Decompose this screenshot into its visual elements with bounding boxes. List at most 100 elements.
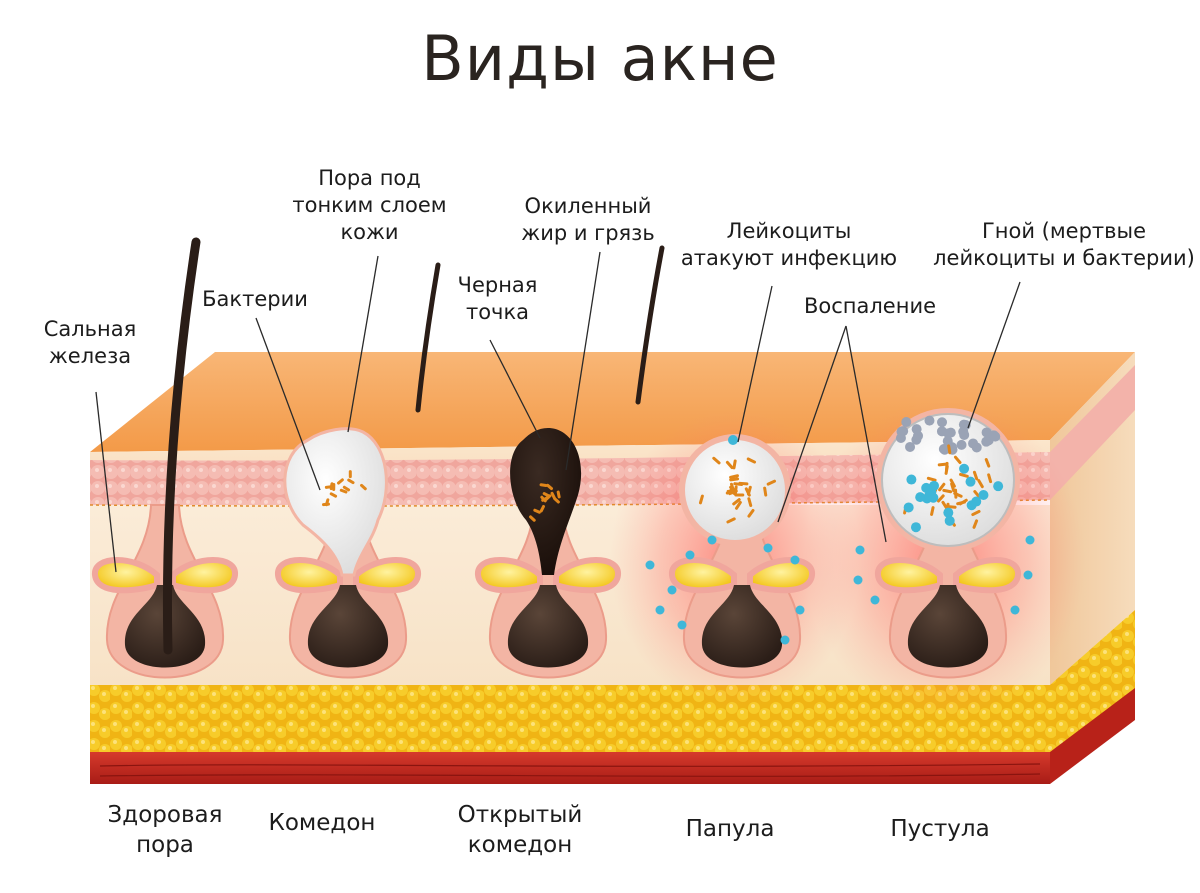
papule-bacterium xyxy=(766,479,777,486)
pustule-leukocyte xyxy=(966,500,977,511)
papule-leukocyte xyxy=(728,435,738,445)
pustule-bacterium xyxy=(959,472,969,478)
papule-sebaceous-gland-right xyxy=(747,557,815,594)
caption-healthy-pore: Здоровая пора xyxy=(90,800,240,860)
comedone-bacterium xyxy=(329,482,334,491)
caption-papule: Папула xyxy=(685,816,775,842)
label-pus-line-1: Гной (мертвые xyxy=(981,219,1147,243)
pustule-leukocyte xyxy=(959,463,970,474)
comedone-sebaceous-gland-right xyxy=(353,557,421,594)
pointer-blackhead xyxy=(489,339,541,439)
pustule-bacterium xyxy=(953,455,962,465)
papule-leukocyte xyxy=(667,585,677,595)
label-sebaceous-gland: Сальная железа xyxy=(30,316,150,370)
caption-open-comedone: Открытый комедон xyxy=(440,800,600,860)
open-comedone-bacterium xyxy=(546,483,553,491)
papule-leukocyte xyxy=(780,635,790,645)
open-comedone-bacterium xyxy=(540,495,547,503)
pustule-bacterium xyxy=(972,470,979,481)
papule-leukocyte xyxy=(685,550,695,560)
papule-leukocyte xyxy=(655,605,665,615)
pustule-bacterium xyxy=(977,479,984,489)
pustule-bacterium xyxy=(941,500,949,510)
pustule-leukocyte xyxy=(928,492,939,503)
label-thin-skin-line-3: кожи xyxy=(340,220,399,244)
comedone-bacterium xyxy=(322,502,330,507)
pustule-leukocyte xyxy=(910,522,921,533)
side-muscle-layer xyxy=(1050,688,1135,784)
pustule-bacterium xyxy=(936,494,945,503)
muscle-fibers xyxy=(99,763,1041,777)
caption-pustule: Пустула xyxy=(890,816,990,842)
papule-bacterium xyxy=(747,497,753,507)
pustule-dead-cell xyxy=(988,430,999,441)
papule-bacterium xyxy=(728,489,738,496)
papule-bacterium xyxy=(712,456,721,465)
pustule-bacterium xyxy=(926,476,937,482)
pustule-bacterium xyxy=(972,519,979,529)
comedone-bacterium xyxy=(348,470,352,479)
comedone-bacterium xyxy=(329,492,338,498)
papule-sebaceous-gland-left xyxy=(669,557,737,594)
healthy-sebaceous-gland-right xyxy=(170,557,238,594)
pustule-bacterium xyxy=(942,488,953,494)
label-sebaceous-line-2: железа xyxy=(48,344,132,368)
muscle-layer xyxy=(90,752,1050,784)
papule-bacterium xyxy=(726,517,736,524)
comedone-bacterium xyxy=(337,478,344,485)
label-leukocytes-line-2: атакуют инфекцию xyxy=(680,246,898,270)
comedone-sebaceous-gland-left xyxy=(275,557,343,594)
pustule-hair-bulb xyxy=(907,585,989,668)
pustule-leukocyte xyxy=(928,480,939,491)
papule-bacterium xyxy=(732,498,741,506)
open-comedone-surface-hair xyxy=(635,245,665,405)
label-inflammation: Воспаление xyxy=(803,294,937,318)
side-fat-layer xyxy=(1050,610,1135,755)
label-thin-skin-line-1: Пора под xyxy=(318,166,421,190)
label-thin-skin-pore: Пора под тонким слоем кожи xyxy=(282,165,457,246)
papule-bacterium xyxy=(746,485,752,496)
pustule-bacterium xyxy=(938,482,946,492)
label-bacteria: Бактерии xyxy=(202,287,308,311)
open-comedone-bacterium xyxy=(529,515,536,522)
papule-bacterium xyxy=(763,486,768,497)
pustule-bacterium xyxy=(971,509,981,517)
open-comedone-bacterium xyxy=(539,483,548,487)
side-pink-layer xyxy=(1050,365,1135,500)
pustule-bacterium xyxy=(953,491,963,498)
page-title: Виды акне xyxy=(421,22,779,95)
papule-leukocyte xyxy=(795,605,805,615)
papule-bacterium xyxy=(725,460,734,470)
pustule-sebaceous-gland-right xyxy=(953,557,1021,594)
papule-leukocyte xyxy=(677,620,687,630)
open-comedone-bacterium xyxy=(556,490,561,499)
pointer-inflammation-a xyxy=(777,325,847,523)
label-pus-line-2: лейкоциты и бактерии) xyxy=(933,246,1195,270)
pustule-dead-cell xyxy=(937,417,948,428)
pustule-dead-cell xyxy=(939,444,950,455)
pustule-leukocyte xyxy=(915,492,926,503)
comedone-bacterium xyxy=(339,488,348,494)
pointer-inflammation-b xyxy=(845,325,887,543)
pustule-outer-leukocyte xyxy=(1023,570,1033,580)
pustule-bacterium xyxy=(950,482,956,493)
healthy-sebaceous-gland-left xyxy=(92,557,160,594)
pustule-bacterium xyxy=(930,506,935,516)
label-oxidized-line-1: Окиленный xyxy=(524,194,652,218)
papule-bacterium xyxy=(729,474,739,479)
comedone-hair-bulb xyxy=(307,585,389,668)
papule-bacterium xyxy=(747,508,755,518)
pustule-outer-leukocyte xyxy=(1025,535,1035,545)
caption-open-comedone-line-2: комедон xyxy=(467,832,573,858)
pustule-dead-cell xyxy=(942,436,953,447)
caption-healthy-line-2: пора xyxy=(136,832,194,858)
caption-comedone: Комедон xyxy=(268,810,376,836)
papule-bacterium xyxy=(698,494,704,505)
pustule-leukocyte xyxy=(921,482,932,493)
pointer-oxidized xyxy=(565,251,601,471)
pustule-bacterium xyxy=(937,462,948,467)
label-blackhead: Черная точка xyxy=(440,272,555,326)
pustule-dead-cell xyxy=(943,428,954,439)
pustule-bacterium xyxy=(984,458,991,468)
